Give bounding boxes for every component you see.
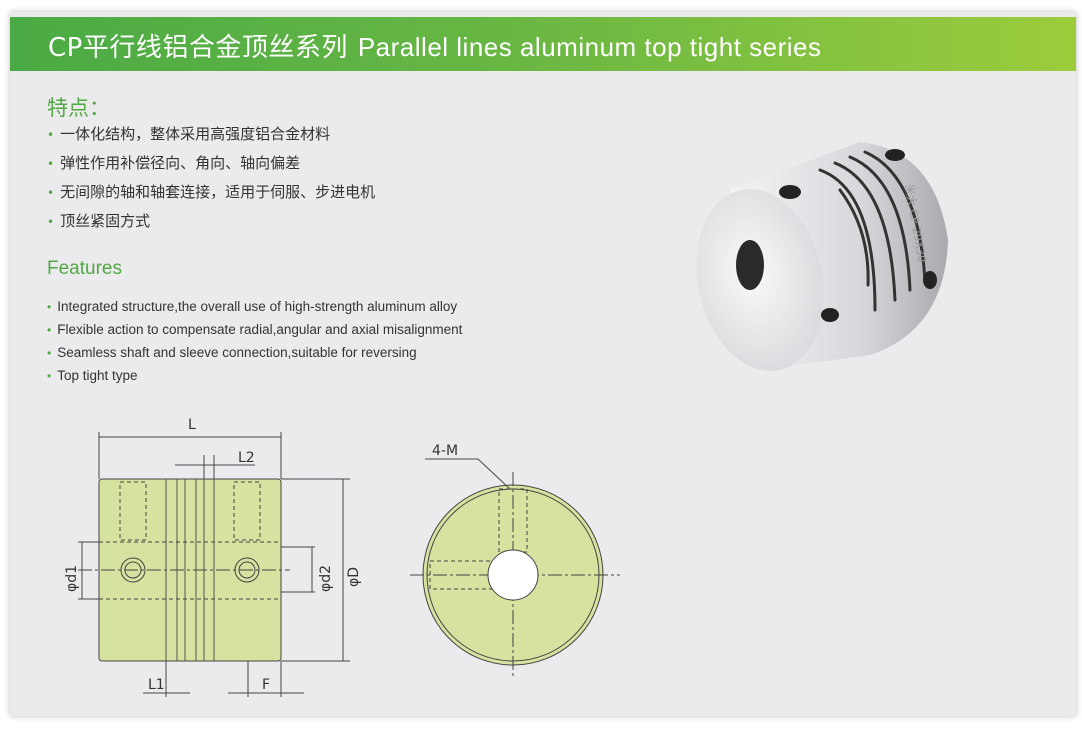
list-item: •Integrated structure,the overall use of…	[47, 299, 458, 314]
list-item: •弹性作用补偿径向、角向、轴向偏差	[47, 154, 301, 172]
list-item: •Flexible action to compensate radial,an…	[47, 322, 463, 337]
features-cn-heading: 特点：	[47, 96, 110, 120]
features-en-list: •Integrated structure,the overall use of…	[47, 297, 462, 389]
list-item: •无间隙的轴和轴套连接，适用于伺服、步进电机	[47, 183, 376, 201]
title-en: Parallel lines aluminum top tight series	[357, 32, 822, 62]
dim-L2: L2	[238, 450, 255, 466]
dim-L1: L1	[148, 677, 165, 693]
list-item: •顶丝紧固方式	[47, 212, 151, 230]
list-item: •一体化结构，整体采用高强度铝合金材料	[47, 125, 331, 143]
product-card: CP平行线铝合金顶丝系列 Parallel lines aluminum top …	[10, 12, 1076, 716]
features-cn-list: •一体化结构，整体采用高强度铝合金材料 •弹性作用补偿径向、角向、轴向偏差 •无…	[47, 123, 375, 239]
product-photo: 米大 CP-29X30	[696, 142, 948, 371]
header-banner: CP平行线铝合金顶丝系列 Parallel lines aluminum top …	[10, 17, 1076, 71]
list-item: •Seamless shaft and sleeve connection,su…	[47, 345, 417, 360]
dim-d1: φd1	[64, 565, 80, 592]
dim-4M: 4-M	[432, 443, 458, 459]
list-item: •Top tight type	[47, 368, 138, 383]
dim-D: φD	[346, 567, 362, 587]
dim-F: F	[262, 677, 270, 693]
dim-L: L	[188, 417, 196, 433]
dim-d2: φd2	[318, 565, 334, 592]
title-cn: CP平行线铝合金顶丝系列	[48, 33, 348, 63]
technical-drawing: L L2 L1 F φd1 φd2 φD 4-M	[64, 417, 620, 697]
page-title: CP平行线铝合金顶丝系列 Parallel lines aluminum top …	[48, 27, 822, 64]
features-en-heading: Features	[47, 258, 122, 279]
